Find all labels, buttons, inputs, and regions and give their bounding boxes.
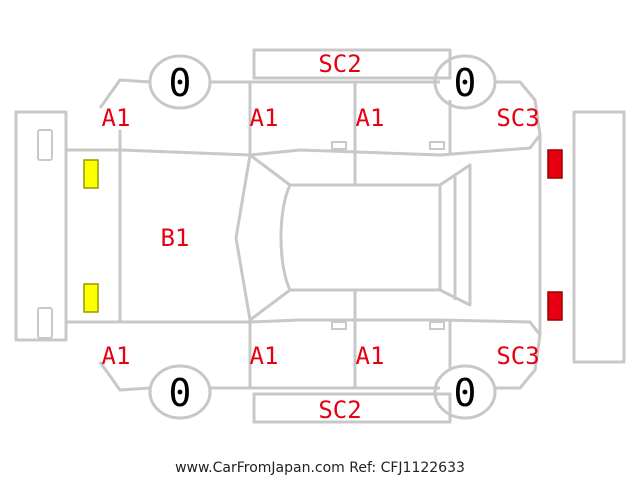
tire-rear-right: 0 [433, 364, 497, 420]
front-lamp-bottom [83, 283, 99, 313]
tire-front-right: 0 [148, 364, 212, 420]
car-body-outline [64, 78, 542, 392]
damage-mark-rear-corner-left: SC3 [496, 104, 539, 132]
tire-rear-left: 0 [433, 54, 497, 110]
cabin-outline [234, 153, 472, 322]
damage-mark-roof-top: SC2 [318, 50, 361, 78]
roof-panel-top [252, 48, 452, 80]
damage-mark-front-corner-right: A1 [102, 342, 131, 370]
tire-front-left: 0 [148, 54, 212, 110]
damage-mark-rear-corner-right: SC3 [496, 342, 539, 370]
tire-rear-left-value: 0 [454, 61, 477, 105]
damage-mark-hood: B1 [161, 224, 190, 252]
source-credit: www.CarFromJapan.com Ref: CFJ1122633 [175, 460, 465, 476]
damage-mark-rear-door-left: A1 [356, 104, 385, 132]
tire-rear-right-value: 0 [454, 371, 477, 415]
front-bumper [14, 110, 68, 342]
tire-front-left-value: 0 [169, 61, 192, 105]
rear-bumper [572, 110, 626, 364]
rear-lamp-bottom [547, 291, 563, 321]
damage-mark-rear-door-right: A1 [356, 342, 385, 370]
tire-front-right-value: 0 [169, 371, 192, 415]
damage-mark-front-door-left: A1 [250, 104, 279, 132]
front-lamp-top [83, 159, 99, 189]
damage-mark-roof-bottom: SC2 [318, 396, 361, 424]
damage-mark-front-corner-left: A1 [102, 104, 131, 132]
rear-lamp-top [547, 149, 563, 179]
roof-panel-bottom [252, 392, 452, 424]
damage-mark-front-door-right: A1 [250, 342, 279, 370]
